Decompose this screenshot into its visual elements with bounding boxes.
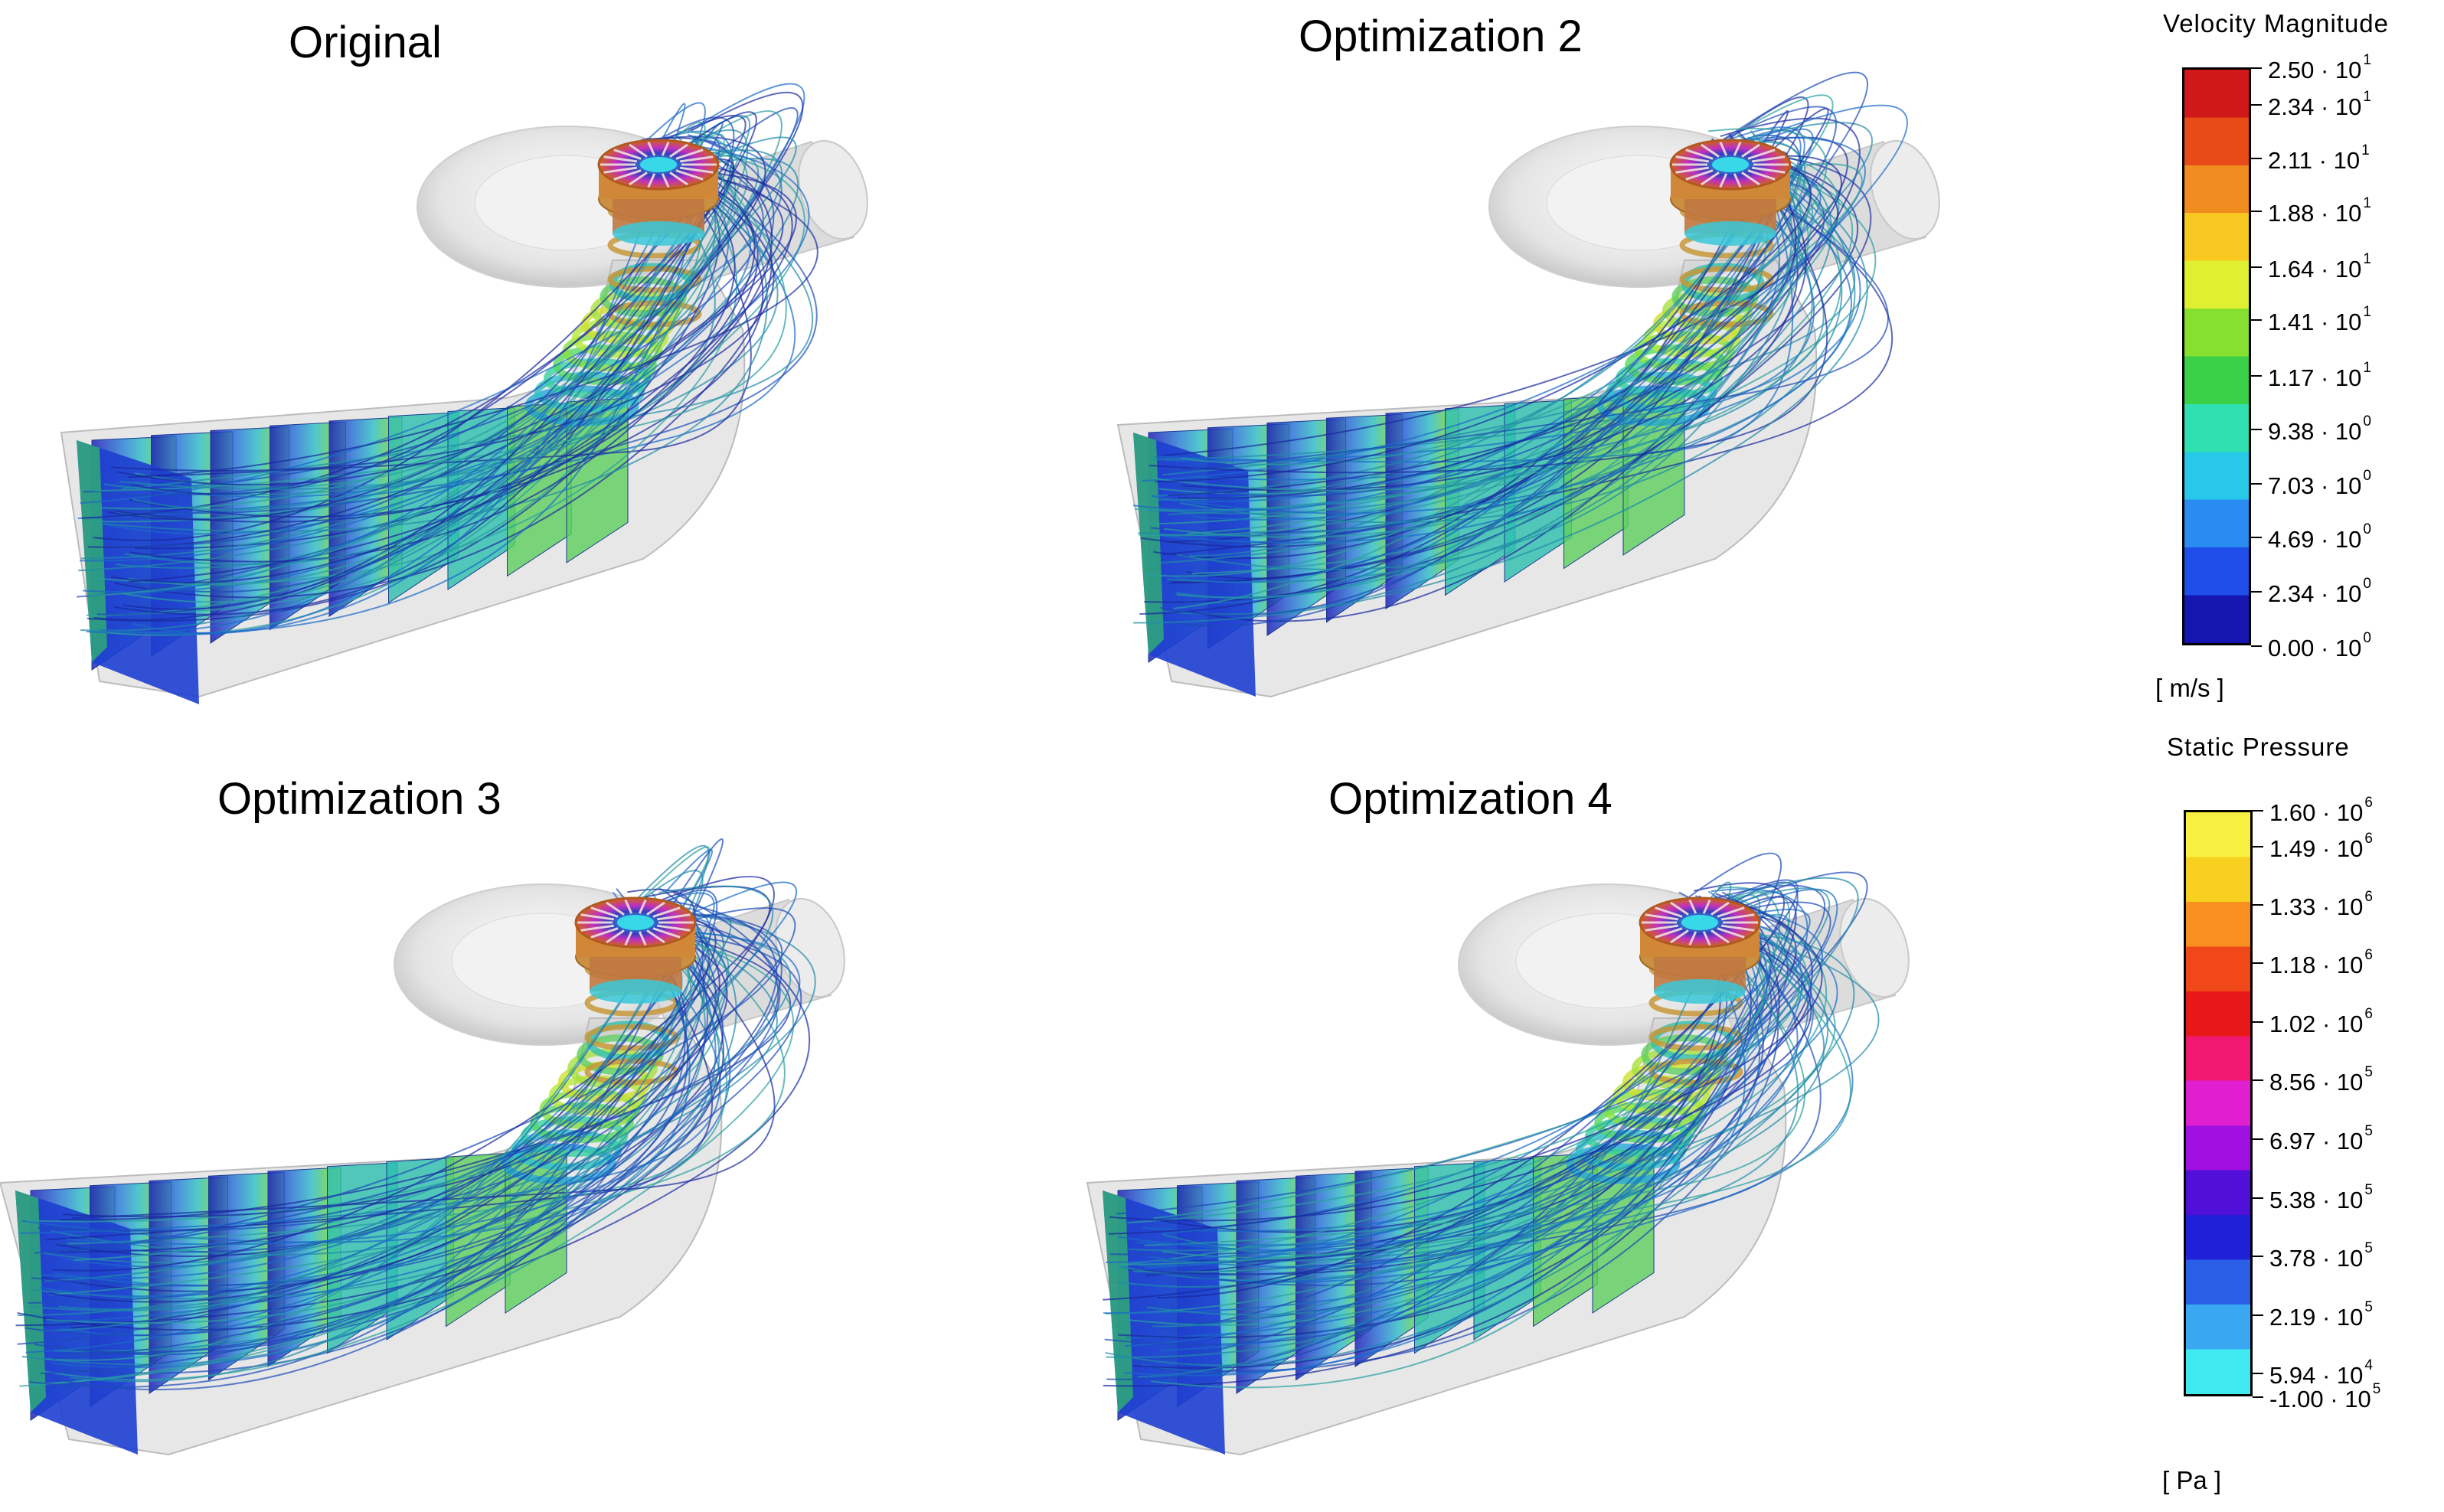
velocity-color-bar xyxy=(2182,67,2251,645)
legend-title: Static Pressure xyxy=(2167,733,2350,761)
panel-optimization-2: Optimization 2 xyxy=(1103,8,2190,743)
legend-unit: [ Pa ] xyxy=(2162,1466,2222,1494)
draft-tube-render xyxy=(1116,71,1940,698)
legend-tick xyxy=(2253,846,2263,848)
legend-tick xyxy=(2251,645,2262,647)
legend-title: Velocity Magnitude xyxy=(2163,9,2390,38)
legend-tick xyxy=(2253,1197,2263,1199)
legend-tick xyxy=(2253,1256,2263,1258)
panel-title: Optimization 4 xyxy=(1328,774,1612,824)
draft-tube-render xyxy=(1086,852,1910,1456)
panel-title: Optimization 3 xyxy=(217,774,502,824)
legend-tick xyxy=(2253,810,2263,812)
legend-tick xyxy=(2251,537,2262,539)
legend-tick xyxy=(2253,962,2263,965)
legend-tick xyxy=(2251,67,2262,69)
legend-tick xyxy=(2253,1373,2263,1375)
pressure-color-bar xyxy=(2184,810,2253,1396)
panel-optimization-3: Optimization 3 xyxy=(0,766,1087,1501)
legend-unit: [ m/s ] xyxy=(2155,674,2224,702)
legend-tick xyxy=(2251,104,2262,106)
panel-title: Optimization 2 xyxy=(1299,11,1583,61)
draft-tube-render xyxy=(0,838,845,1456)
legend-tick xyxy=(2251,591,2262,593)
legend-tick xyxy=(2251,266,2262,268)
legend-tick xyxy=(2251,482,2262,485)
panel-original: Original xyxy=(31,8,1118,743)
legend-tick xyxy=(2251,428,2262,430)
legend-tick xyxy=(2251,211,2262,213)
legend-tick xyxy=(2251,157,2262,159)
panel-optimization-4: Optimization 4 xyxy=(1072,766,2159,1501)
legend-tick xyxy=(2251,319,2262,322)
legend-tick xyxy=(2253,1138,2263,1140)
legend-tick xyxy=(2253,1396,2263,1398)
legend-tick xyxy=(2251,374,2262,377)
legend-tick xyxy=(2253,1021,2263,1023)
draft-tube-render xyxy=(60,83,868,704)
panel-title: Original xyxy=(289,18,442,67)
legend-tick xyxy=(2253,1314,2263,1316)
legend-tick xyxy=(2253,1079,2263,1082)
legend-tick xyxy=(2253,903,2263,906)
